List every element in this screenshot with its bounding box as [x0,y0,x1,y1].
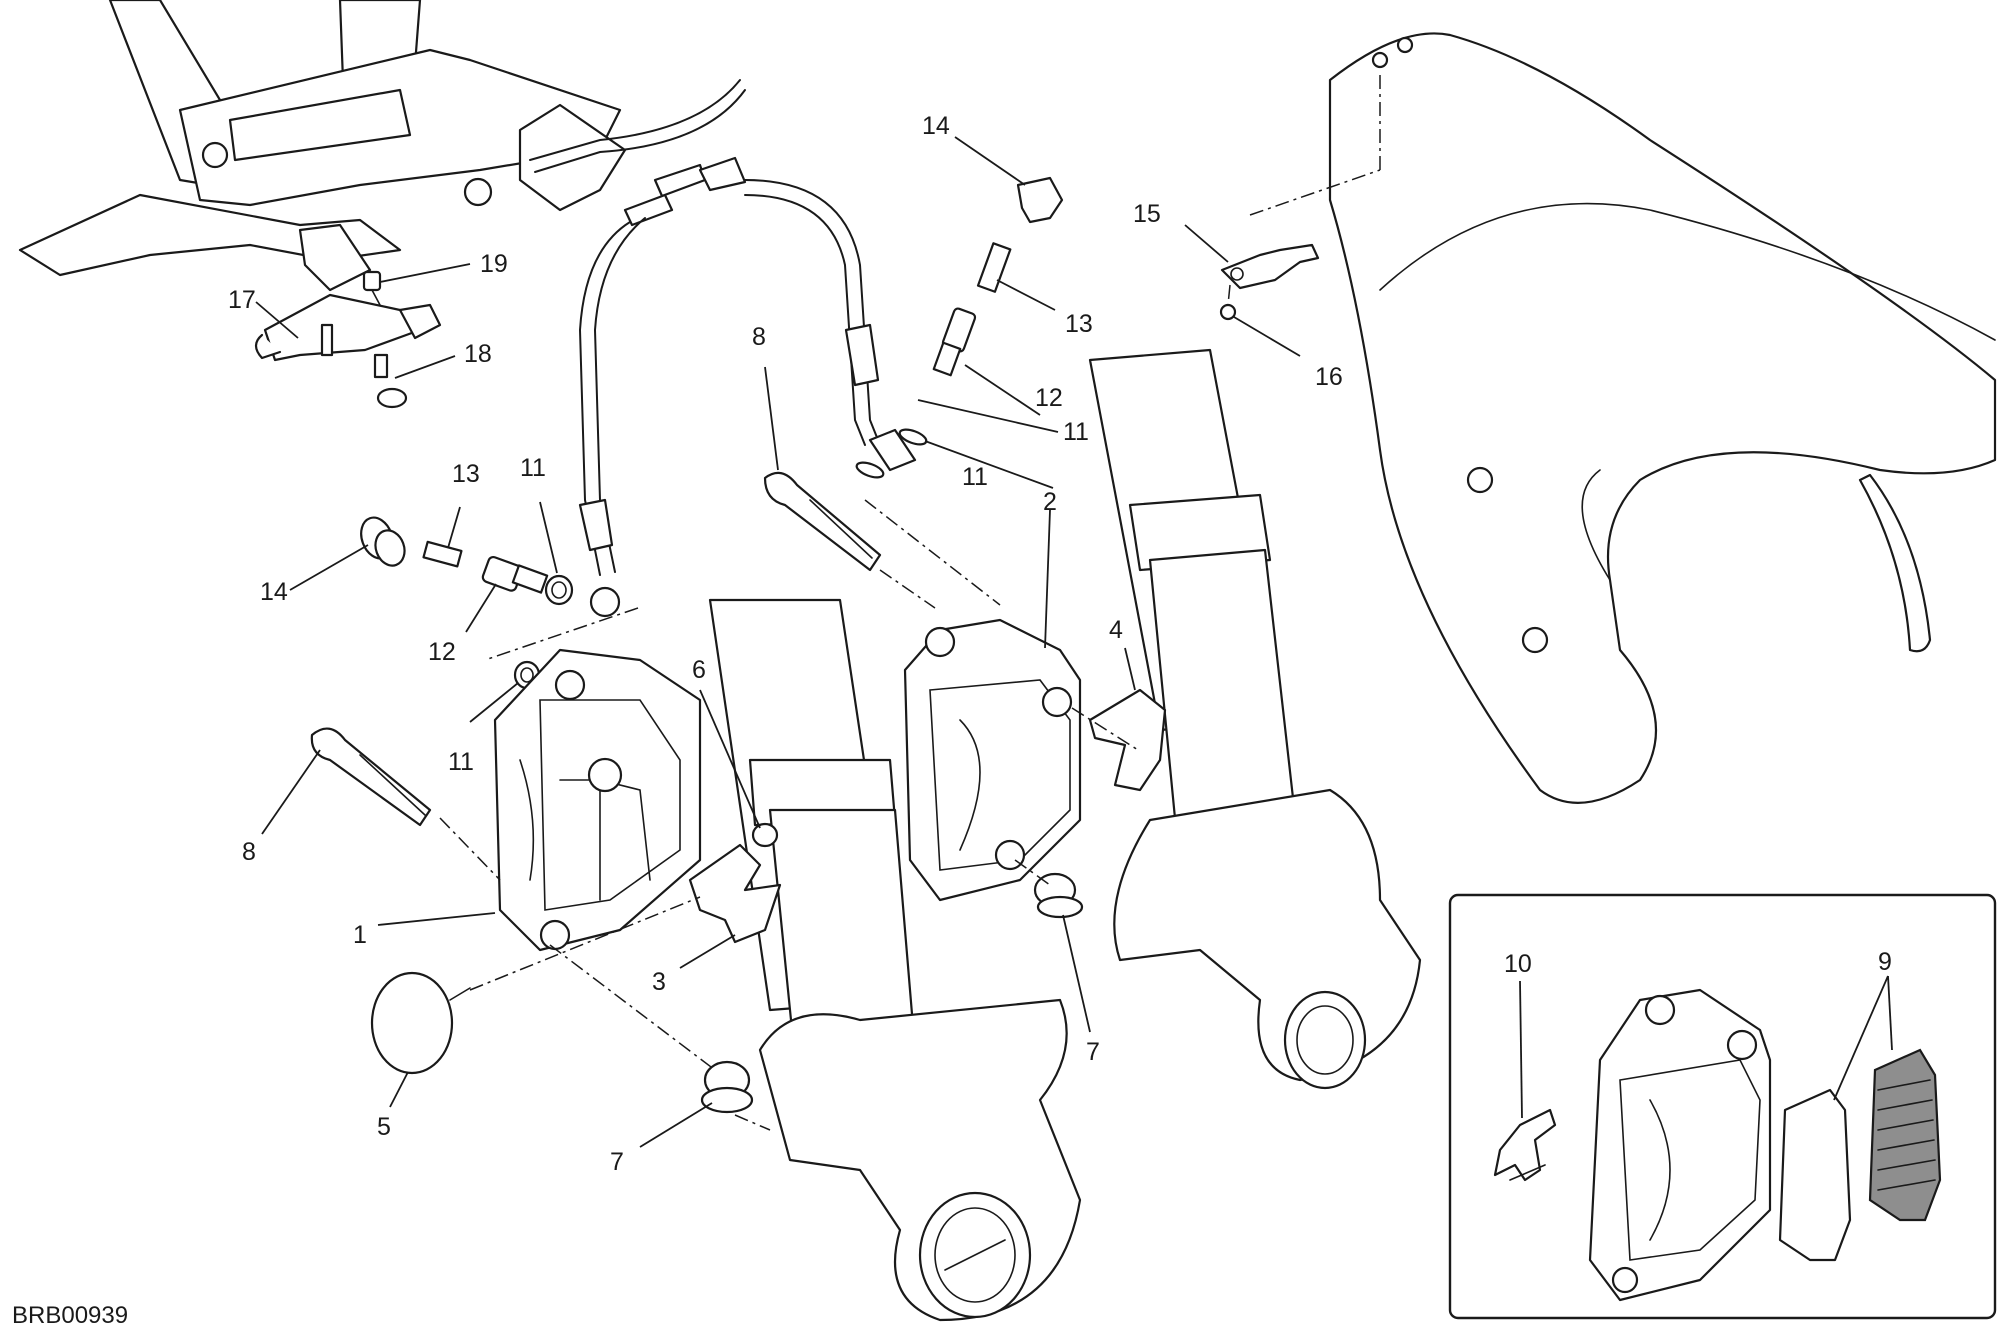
callout-11-right-lower: 11 [962,463,988,491]
callout-9: 9 [1878,948,1892,976]
caliper-left [493,648,702,952]
callout-4: 4 [1109,616,1123,644]
bushing-7-left [700,1060,754,1114]
callout-10: 10 [1504,950,1532,978]
pad-spring-10 [1493,1108,1557,1182]
callout-12-right: 12 [1035,384,1063,412]
bleed-cap-14-right [1016,176,1064,224]
bolt-19 [362,270,382,306]
banjo-bolt-12-right [932,307,977,377]
screw-16 [1219,303,1237,321]
caliper-bracket-3 [688,843,782,944]
banjo-bolt-12-left [481,555,549,594]
plug-5 [370,971,471,1075]
bleed-screw-13-right [976,242,1012,293]
callout-16: 16 [1315,363,1343,391]
leader-lines [255,136,1893,1148]
inset-panel [1448,893,1997,1320]
callout-5: 5 [377,1113,391,1141]
bleed-cap-14-left [360,516,406,567]
callout-12-left: 12 [428,638,456,666]
caliper-bolt-8-left [310,727,432,827]
front-mudguard [1328,32,1997,804]
callout-8-right: 8 [752,323,766,351]
brake-pad-9-back [1868,1048,1942,1222]
callout-11-lower-left: 11 [448,748,474,776]
caliper-bolt-8-right [763,471,882,572]
callout-7-left: 7 [610,1148,624,1176]
callout-13-right: 13 [1065,310,1093,338]
callout-19: 19 [480,250,508,278]
fork-leg-right [1088,348,1422,1090]
callout-15: 15 [1133,200,1161,228]
brake-pad-9-front [1778,1088,1852,1262]
callout-3: 3 [652,968,666,996]
callout-14-left: 14 [260,578,288,606]
fork-leg-left [708,598,1082,1322]
callout-2: 2 [1043,488,1057,516]
clip-15 [1220,243,1320,290]
callout-13-left: 13 [452,460,480,488]
callout-11-upper-left: 11 [520,454,546,482]
callout-8-left: 8 [242,838,256,866]
washer-11-left [544,574,574,606]
callout-7-right: 7 [1086,1038,1100,1066]
bushing-7-right [1033,872,1084,919]
bleed-screw-13-left [422,540,463,568]
callout-labels: 1 2 3 4 5 6 7 7 8 8 9 10 11 11 11 11 12 … [228,112,1892,1176]
callout-1: 1 [353,921,367,949]
frame [18,0,627,292]
callout-6: 6 [692,656,706,684]
bolt-18 [373,353,408,409]
drawing-code: BRB00939 [12,1302,128,1329]
assembly-lines [439,70,1381,1131]
callout-18: 18 [464,340,492,368]
washer-11-right-lower [855,461,885,479]
brake-hose [529,79,917,618]
caliper-right [903,618,1082,902]
callout-17: 17 [228,286,256,314]
inset-caliper [1588,988,1772,1302]
spacer-6 [751,822,779,848]
sensor-bracket [254,293,442,362]
caliper-bracket-4 [1088,688,1167,792]
callout-11-right-upper: 11 [1063,418,1089,446]
callout-14-right: 14 [922,112,950,140]
